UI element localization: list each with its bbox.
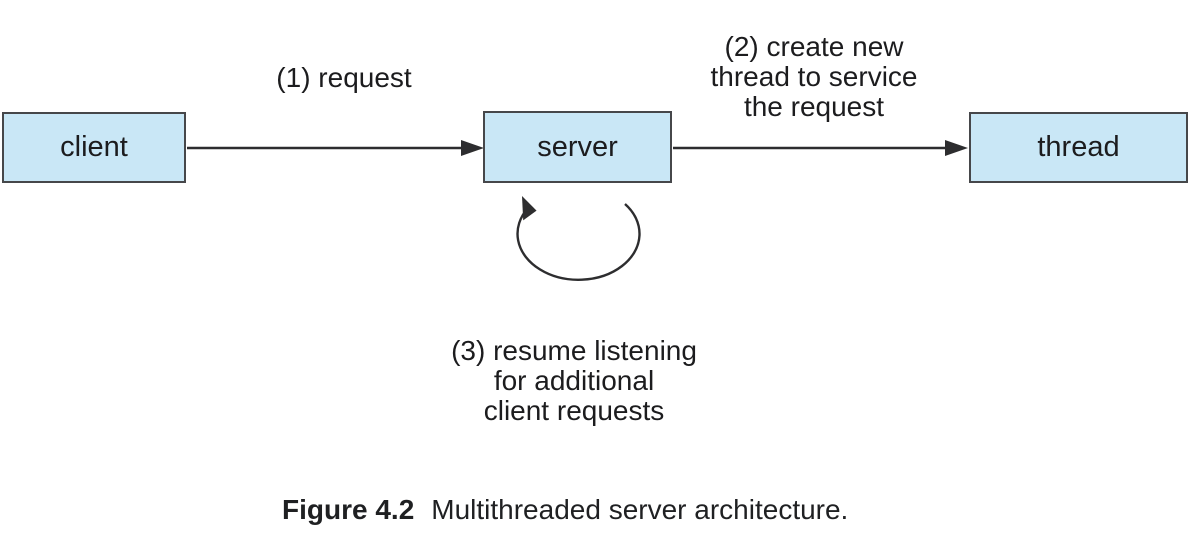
create-thread-arrow [673, 140, 968, 156]
figure-caption: Figure 4.2 Multithreaded server architect… [282, 494, 848, 526]
resume-loop-arrow [516, 196, 641, 281]
thread-node-label: thread [1037, 131, 1120, 163]
caption-text: Multithreaded server architecture. [431, 494, 849, 525]
server-node: server [483, 111, 672, 183]
client-node: client [2, 112, 186, 183]
step1-request-label: (1) request [276, 62, 412, 93]
caption-figure-number: Figure 4.2 [282, 494, 415, 525]
step2-create-thread-label: (2) create new thread to service the req… [710, 31, 918, 122]
server-node-label: server [537, 130, 618, 163]
client-node-label: client [60, 131, 128, 163]
request-arrow [187, 140, 484, 156]
step3-resume-listening-label: (3) resume listening for additional clie… [451, 335, 697, 426]
thread-node: thread [969, 112, 1188, 183]
